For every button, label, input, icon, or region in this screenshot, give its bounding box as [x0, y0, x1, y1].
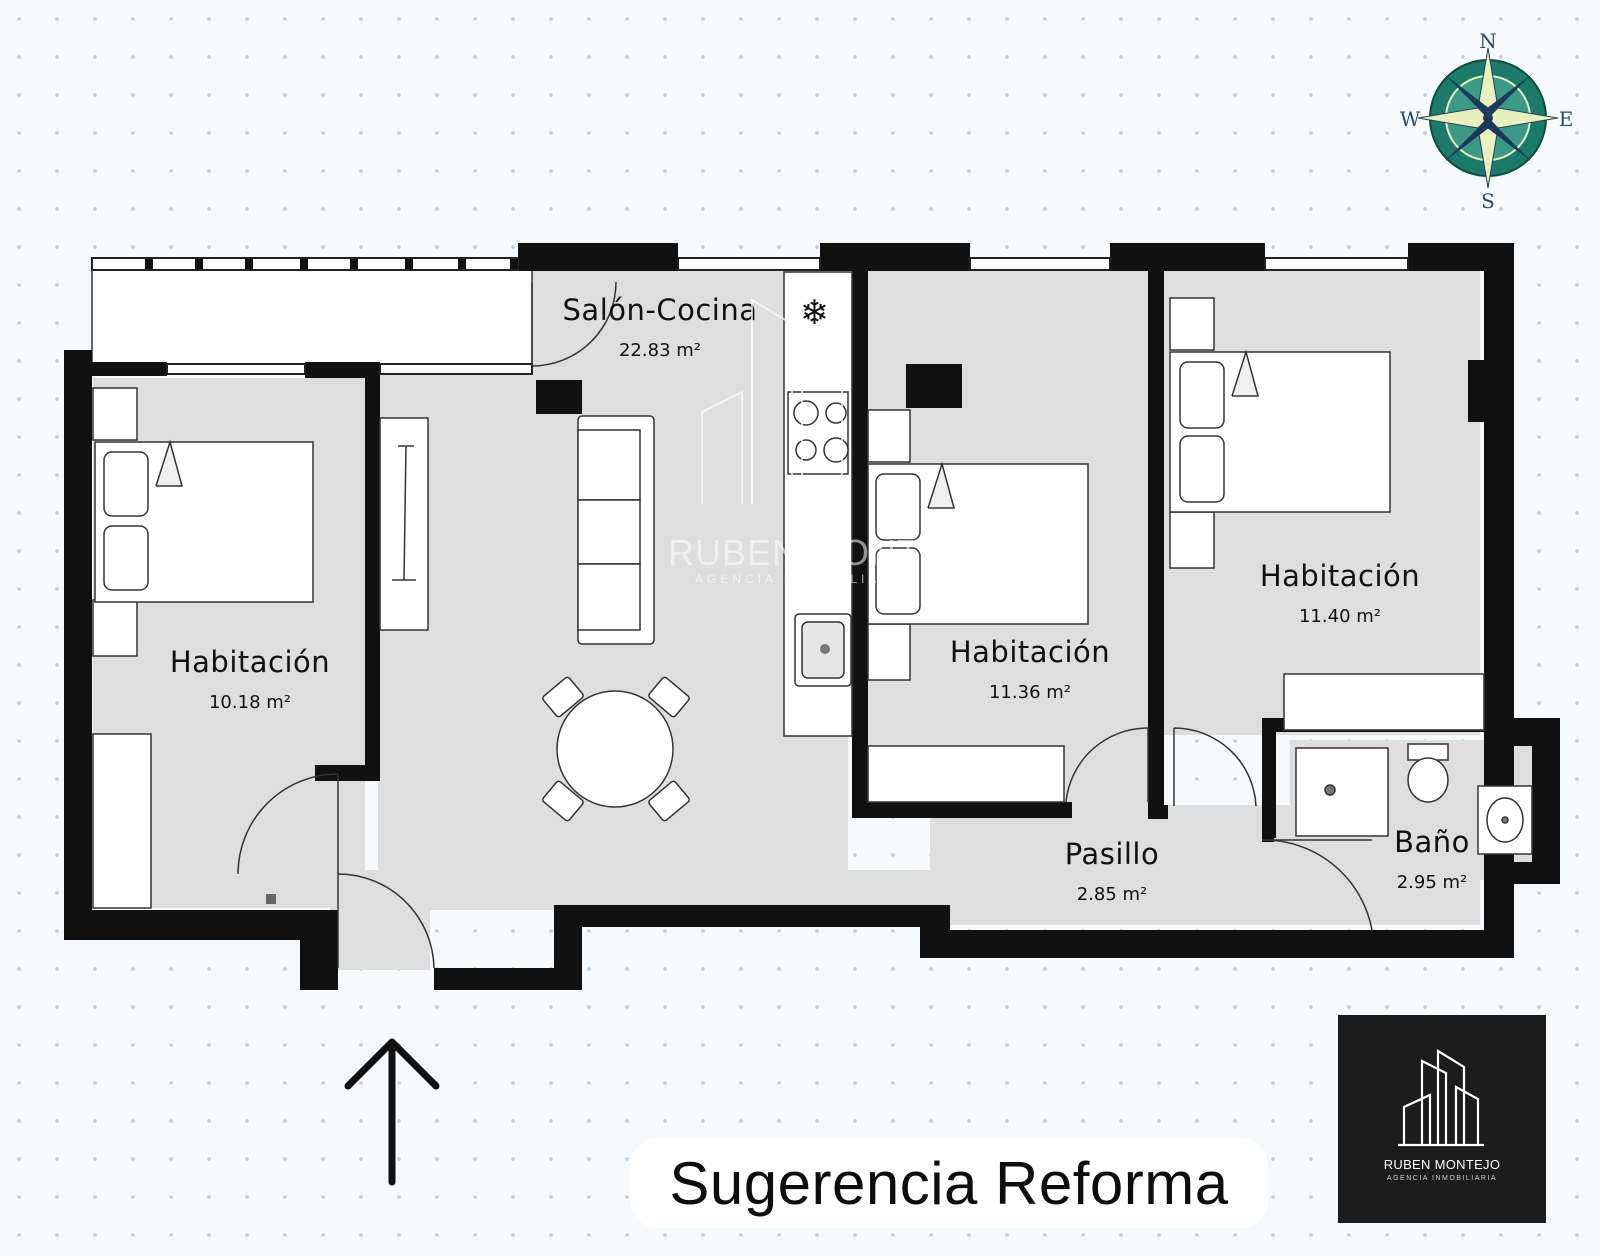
watermark-name: RUBEN MONTEJO [668, 532, 994, 573]
bathroom-fixtures [1295, 743, 1533, 855]
entrance-arrow-icon [344, 1038, 440, 1186]
room-area-habitacion-1: 10.18 m² [209, 692, 291, 713]
light-switch [266, 894, 276, 904]
window-mullions [145, 259, 518, 269]
compass-east: E [1559, 107, 1574, 131]
doors [237, 281, 1373, 969]
dining-table [542, 676, 690, 822]
room-area-salon-cocina: 22.83 m² [619, 340, 701, 361]
compass-rose-icon [1417, 47, 1559, 189]
room-name-habitacion-3: Habitación [1260, 559, 1420, 593]
watermark-building-icon [701, 298, 843, 504]
tv-unit [379, 417, 429, 631]
room-name-habitacion-1: Habitación [170, 645, 330, 679]
sofa [577, 415, 655, 645]
title-banner: Sugerencia Reforma [630, 1138, 1268, 1228]
sink-drain [820, 644, 830, 654]
snowflake-icon: ❄ [800, 293, 829, 333]
page-title: Sugerencia Reforma [669, 1149, 1229, 1217]
room-name-pasillo: Pasillo [1065, 837, 1159, 871]
room-labels: Salón-Cocina 22.83 m² Habitación 10.18 m… [170, 293, 1470, 905]
bed-right [1169, 297, 1391, 569]
wardrobes [92, 673, 1485, 909]
room-name-bano: Baño [1394, 825, 1470, 859]
logo-name: RUBEN MONTEJO [1383, 1157, 1501, 1172]
building-logo-icon [1398, 1049, 1484, 1147]
kitchen-counter [783, 271, 853, 737]
room-name-salon-cocina: Salón-Cocina [563, 293, 758, 327]
room-area-bano: 2.95 m² [1397, 872, 1468, 893]
compass-west: W [1400, 107, 1421, 131]
room-area-habitacion-2: 11.36 m² [989, 682, 1071, 703]
logo-subtitle: AGENCIA INMOBILIARIA [1386, 1175, 1498, 1182]
room-area-pasillo: 2.85 m² [1077, 884, 1148, 905]
room-name-habitacion-2: Habitación [950, 635, 1110, 669]
bed-left [92, 387, 314, 657]
compass-south: S [1481, 189, 1495, 213]
bed-middle [867, 409, 1089, 681]
balcony [91, 267, 533, 367]
room-area-habitacion-3: 11.40 m² [1299, 606, 1381, 627]
watermark-subtitle: AGENCIA INMOBILIARIA [695, 572, 913, 586]
company-logo: RUBEN MONTEJO AGENCIA INMOBILIARIA [1338, 1015, 1546, 1223]
compass-north: N [1479, 29, 1497, 53]
